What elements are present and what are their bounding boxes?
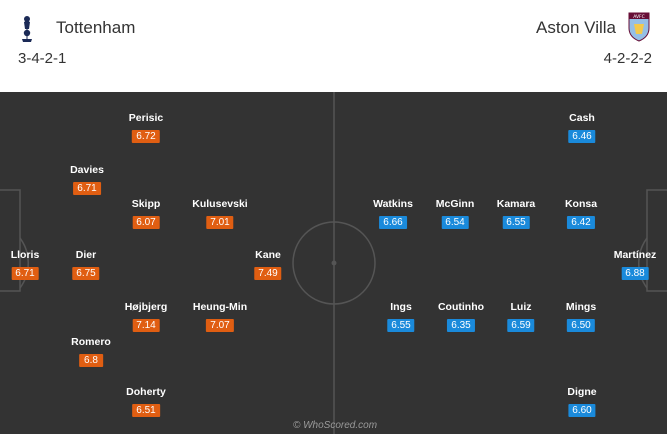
- player-name: Mings: [565, 301, 597, 313]
- player-heung-min[interactable]: Heung-Min 7.07: [193, 300, 247, 333]
- rating-badge: 6.50: [567, 319, 595, 332]
- rating-badge: 6.55: [502, 216, 530, 229]
- rating-badge: 6.55: [387, 319, 415, 332]
- player-name: Digne: [567, 386, 597, 398]
- home-formation: 3-4-2-1: [18, 50, 67, 67]
- rating-badge: 6.51: [132, 404, 160, 417]
- rating-badge: 6.88: [621, 267, 649, 280]
- rating-badge: 6.46: [568, 130, 596, 143]
- player-davies[interactable]: Davies 6.71: [70, 163, 104, 196]
- svg-text:AVFC: AVFC: [633, 14, 645, 20]
- player-watkins[interactable]: Watkins 6.66: [373, 197, 413, 230]
- player-name: Heung-Min: [192, 301, 248, 313]
- player-ings[interactable]: Ings 6.55: [387, 300, 415, 333]
- player-digne[interactable]: Digne 6.60: [567, 385, 597, 418]
- player-name: Ings: [390, 301, 412, 313]
- player-dier[interactable]: Dier 6.75: [72, 248, 100, 281]
- player-name: Luiz: [510, 301, 532, 313]
- player-lloris[interactable]: Lloris 6.71: [10, 248, 40, 281]
- player-kulusevski[interactable]: Kulusevski 7.01: [192, 197, 248, 230]
- player-name: Watkins: [373, 198, 413, 210]
- rating-badge: 6.35: [447, 319, 475, 332]
- player-name: Kulusevski: [192, 198, 248, 210]
- player-hojbjerg[interactable]: Højbjerg 7.14: [124, 300, 168, 333]
- rating-badge: 6.71: [11, 267, 39, 280]
- home-team-name: Tottenham: [56, 18, 136, 37]
- player-mings[interactable]: Mings 6.50: [566, 300, 596, 333]
- match-header: Tottenham 3-4-2-1 Aston Villa AVFC 4-2-2…: [0, 0, 667, 92]
- pitch-markings: [0, 92, 667, 434]
- rating-badge: 6.8: [79, 354, 103, 367]
- player-mcginn[interactable]: McGinn 6.54: [435, 197, 475, 230]
- player-coutinho[interactable]: Coutinho 6.35: [438, 300, 484, 333]
- rating-badge: 7.01: [206, 216, 234, 229]
- rating-badge: 7.14: [132, 319, 160, 332]
- player-konsa[interactable]: Konsa 6.42: [565, 197, 597, 230]
- away-formation: 4-2-2-2: [603, 50, 652, 67]
- rating-badge: 6.54: [441, 216, 469, 229]
- rating-badge: 6.07: [132, 216, 160, 229]
- player-name: Cash: [569, 112, 595, 124]
- rating-badge: 6.72: [132, 130, 160, 143]
- player-perisic[interactable]: Perisic 6.72: [129, 111, 163, 144]
- player-romero[interactable]: Romero 6.8: [71, 335, 111, 368]
- player-kamara[interactable]: Kamara 6.55: [496, 197, 536, 230]
- player-skipp[interactable]: Skipp 6.07: [131, 197, 161, 230]
- player-cash[interactable]: Cash 6.46: [568, 111, 596, 144]
- player-name: McGinn: [435, 198, 475, 210]
- player-name: Davies: [70, 164, 104, 176]
- pitch: Perisic 6.72 Davies 6.71 Skipp 6.07 Kulu…: [0, 92, 667, 434]
- player-name: Doherty: [126, 386, 166, 398]
- rating-badge: 7.49: [254, 267, 282, 280]
- away-team-name: Aston Villa: [535, 18, 616, 37]
- player-name: Lloris: [10, 249, 40, 261]
- rating-badge: 6.71: [73, 182, 101, 195]
- player-kane[interactable]: Kane 7.49: [254, 248, 282, 281]
- player-name: Romero: [71, 336, 111, 348]
- player-name: Konsa: [564, 198, 598, 210]
- rating-badge: 6.60: [568, 404, 596, 417]
- rating-badge: 6.59: [507, 319, 535, 332]
- player-name: Coutinho: [437, 301, 485, 313]
- player-name: Martínez: [613, 249, 657, 261]
- player-name: Kamara: [496, 198, 536, 210]
- player-name: Perisic: [128, 112, 164, 124]
- rating-badge: 6.75: [72, 267, 100, 280]
- rating-badge: 7.07: [206, 319, 234, 332]
- player-name: Skipp: [131, 198, 161, 210]
- player-luiz[interactable]: Luiz 6.59: [507, 300, 535, 333]
- tottenham-crest-icon: [16, 12, 38, 49]
- rating-badge: 6.42: [567, 216, 595, 229]
- aston-villa-crest-icon: AVFC: [628, 12, 650, 47]
- rating-badge: 6.66: [379, 216, 407, 229]
- player-doherty[interactable]: Doherty 6.51: [126, 385, 166, 418]
- player-martinez[interactable]: Martínez 6.88: [613, 248, 657, 281]
- watermark: © WhoScored.com: [292, 420, 378, 431]
- player-name: Kane: [255, 249, 281, 261]
- player-name: Højbjerg: [124, 301, 168, 313]
- player-name: Dier: [75, 249, 97, 261]
